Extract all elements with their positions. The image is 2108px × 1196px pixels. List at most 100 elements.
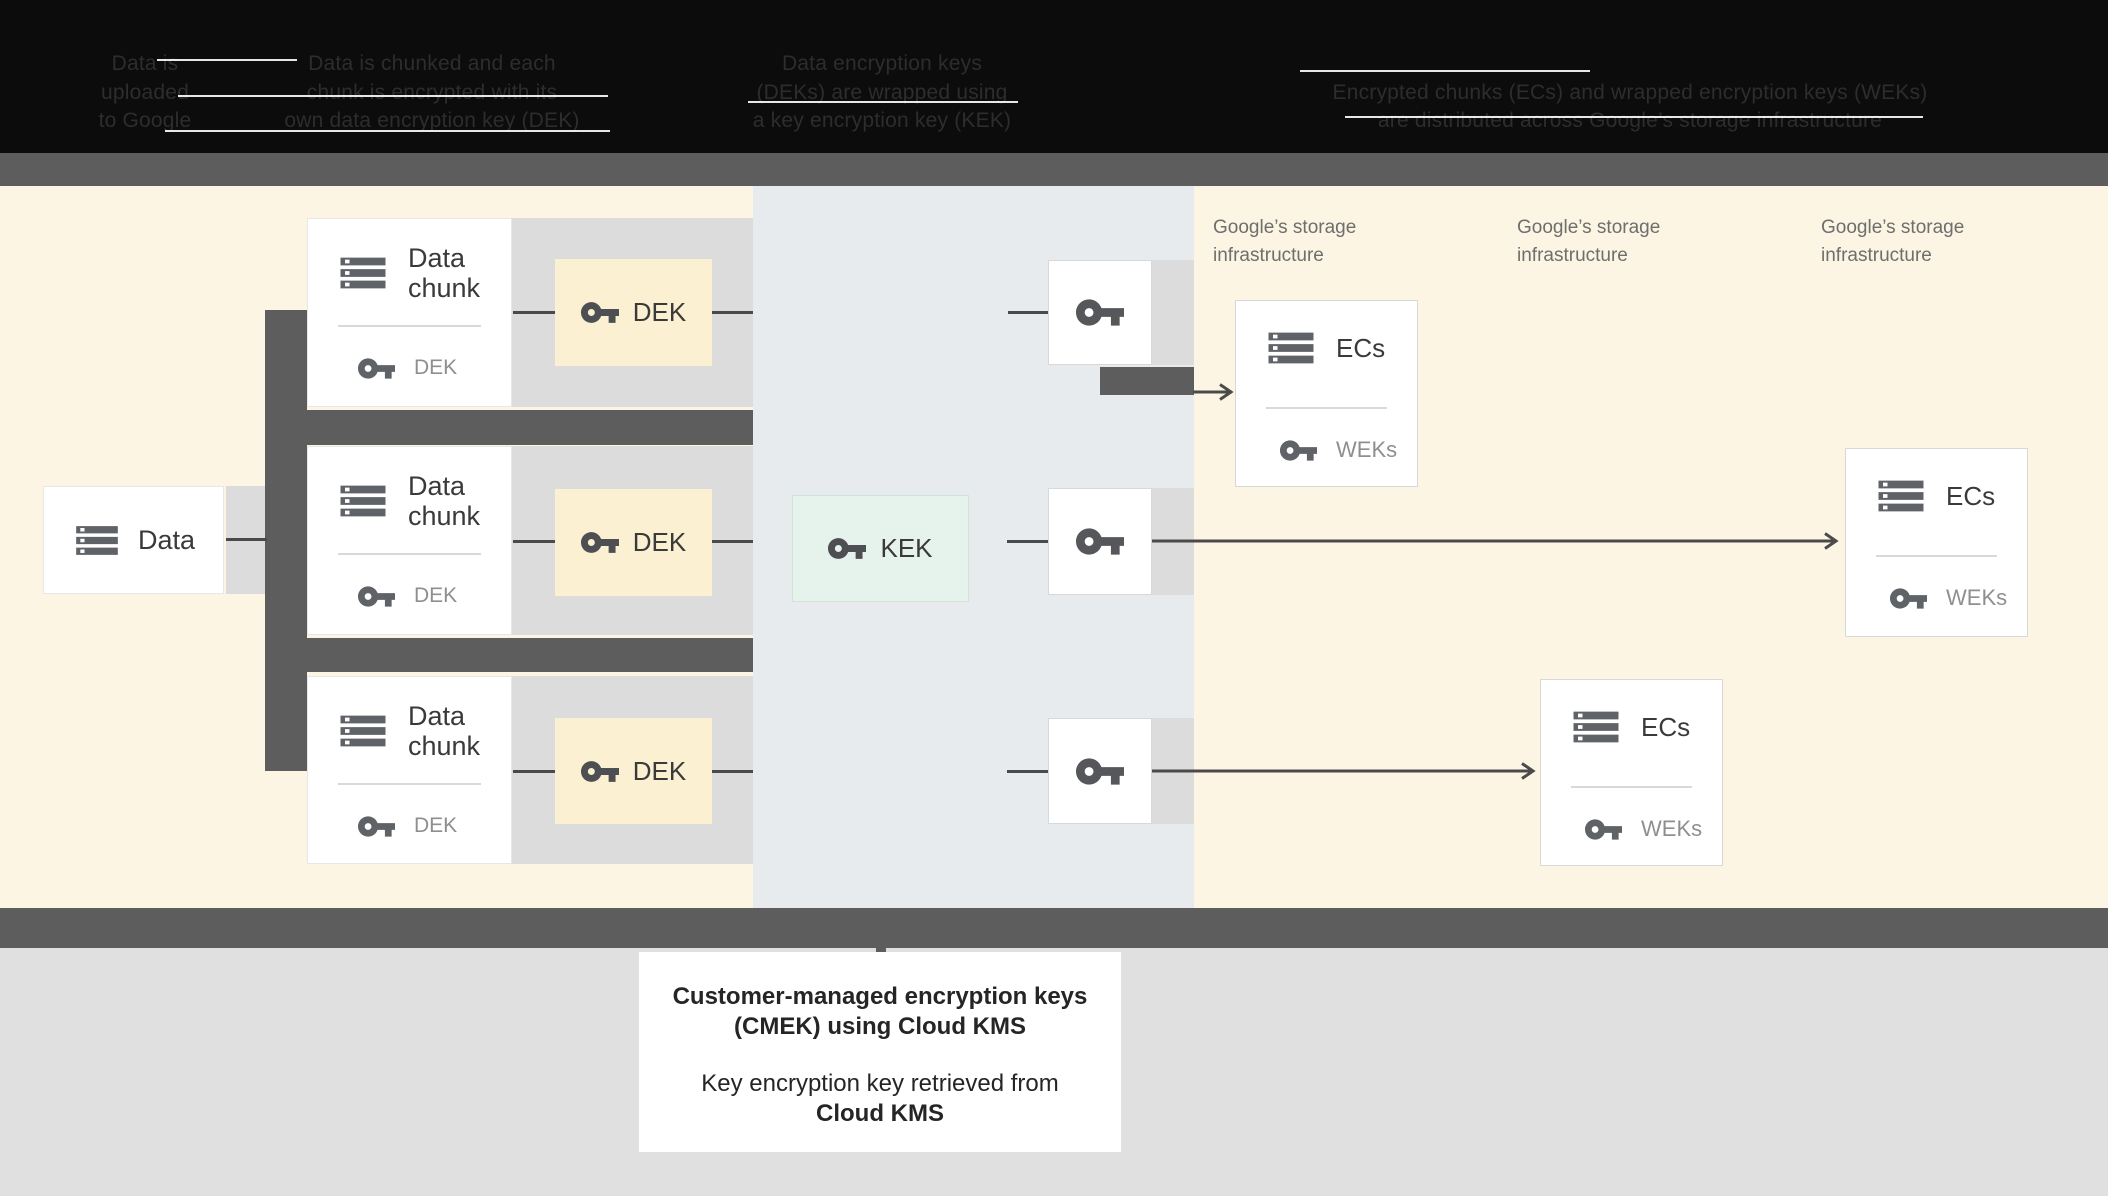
dek-box: DEK [555, 718, 712, 824]
ecs-key-label: WEKs [1336, 437, 1398, 462]
ecs-key-row: WEKs [1890, 580, 2007, 616]
header-artifact-line [1300, 70, 1590, 72]
chunk-key-row: DEK [358, 808, 457, 844]
header-text-line: Encrypted chunks (ECs) and wrapped encry… [1332, 81, 1928, 104]
box-divider [338, 325, 481, 327]
dek-label: DEK [632, 527, 687, 557]
note-title-line: Customer-managed encryption keys [672, 983, 1088, 1010]
connector-line [712, 770, 753, 773]
chunk-title-row: Data chunk [336, 701, 480, 761]
storage-infrastructure-label: Google’s storage infrastructure [1517, 214, 1747, 270]
wrapping-key-box [1048, 260, 1152, 365]
header-text-line: Data is [111, 52, 179, 75]
key-icon [1076, 757, 1124, 785]
header-text-line: own data encryption key (DEK) [284, 109, 580, 132]
chunk-title-line: Data [408, 471, 466, 501]
ecs-title-row: ECs [1264, 325, 1385, 371]
header-text-line: chunk is encrypted with its [306, 80, 558, 104]
storage-icon [1878, 480, 1924, 512]
arrow-to-ecs-1 [1193, 383, 1234, 401]
storage-icon [340, 715, 386, 747]
ecs-label: ECs [1946, 481, 1996, 511]
pointer-tab [876, 948, 886, 954]
connector-line [513, 311, 555, 314]
key-icon [1076, 299, 1124, 326]
bottom-divider-bar [0, 908, 2108, 948]
chunk-key-label: DEK [414, 356, 458, 379]
cmek-note-box: Customer-managed encryption keys (CMEK) … [639, 952, 1121, 1152]
note-body-line: Cloud KMS [816, 1100, 944, 1127]
header-artifact-line [1345, 116, 1923, 118]
chunk-key-row: DEK [358, 578, 457, 614]
ecs-key-label: WEKs [1946, 585, 2008, 610]
header-text-line: to Google [98, 109, 192, 132]
key-icon [1280, 439, 1317, 461]
header-artifact-line [157, 59, 297, 61]
kek-label: KEK [880, 533, 933, 563]
arrow-to-ecs-3 [1149, 762, 1536, 780]
header-artifact-line [165, 130, 610, 132]
connector-line [1007, 540, 1048, 543]
chunk-title-line: chunk [408, 273, 481, 303]
elbow-connector [1100, 367, 1194, 395]
note-title-line: (CMEK) using Cloud KMS [734, 1013, 1026, 1040]
key-icon [1076, 528, 1124, 555]
header-band: Data is uploaded to Google Data is chunk… [0, 0, 2108, 153]
connector-line [1008, 311, 1050, 314]
dark-row-band [265, 638, 753, 672]
header-text-line: (DEKs) are wrapped using [756, 80, 1008, 104]
ecs-title-row: ECs [1874, 473, 1995, 519]
ecs-label: ECs [1641, 712, 1691, 742]
data-chunk-box: Data chunk DEK [307, 218, 512, 407]
key-icon [580, 760, 619, 782]
connector-line [226, 538, 267, 541]
chunk-title-line: chunk [408, 731, 481, 761]
storage-icon [1268, 332, 1314, 364]
header-text-line: Data encryption keys [781, 52, 983, 75]
chunk-key-label: DEK [414, 584, 458, 607]
encrypted-chunks-box: ECs WEKs [1235, 300, 1418, 487]
header-step-wrap: Data encryption keys (DEKs) are wrapped … [732, 50, 1032, 136]
storage-label-line: infrastructure [1821, 245, 1932, 266]
connector-line [1007, 770, 1048, 773]
storage-icon [76, 525, 118, 555]
trunk-connector [265, 310, 307, 771]
key-icon [1890, 587, 1927, 609]
chunk-title-line: Data [408, 701, 466, 731]
data-chunk-box: Data chunk DEK [307, 446, 512, 635]
chunk-title: Data chunk [408, 471, 480, 531]
wrapping-key-box [1048, 718, 1152, 824]
connector-line [712, 540, 753, 543]
storage-icon [1573, 711, 1619, 743]
chunk-key-label: DEK [414, 814, 458, 837]
box-divider [1876, 555, 1997, 557]
arrow-to-ecs-2 [1152, 532, 1839, 550]
storage-infrastructure-label: Google’s storage infrastructure [1213, 214, 1443, 270]
connector-line [712, 311, 753, 314]
header-artifact-line [178, 95, 608, 97]
key-icon [358, 585, 395, 607]
ecs-key-label: WEKs [1641, 816, 1703, 841]
note-body-line: Key encryption key retrieved from [701, 1070, 1059, 1097]
data-chunk-box: Data chunk DEK [307, 676, 512, 864]
storage-infrastructure-label: Google’s storage infrastructure [1821, 214, 2051, 270]
bottom-panel: Customer-managed encryption keys (CMEK) … [0, 948, 2108, 1196]
wrapping-key-box [1048, 488, 1152, 595]
dark-row-band [265, 410, 753, 445]
key-icon [1585, 818, 1622, 840]
data-box: Data [43, 486, 224, 594]
ecs-key-row: WEKs [1280, 432, 1397, 468]
diagram-canvas: Google’s storage infrastructure Google’s… [0, 186, 2108, 908]
header-artifact-line [748, 101, 1018, 103]
storage-label-line: Google’s storage [1213, 217, 1357, 238]
dek-box: DEK [555, 259, 712, 366]
header-text-line: a key encryption key (KEK) [752, 109, 1012, 132]
storage-label-line: Google’s storage [1517, 217, 1661, 238]
header-text-line: are distributed across Google’s storage … [1377, 109, 1883, 132]
key-icon [828, 538, 867, 559]
storage-label-line: infrastructure [1517, 245, 1628, 266]
chunk-title-row: Data chunk [336, 471, 480, 531]
chunk-key-row: DEK [358, 350, 457, 386]
ecs-title-row: ECs [1569, 704, 1690, 750]
connector-line [513, 540, 555, 543]
